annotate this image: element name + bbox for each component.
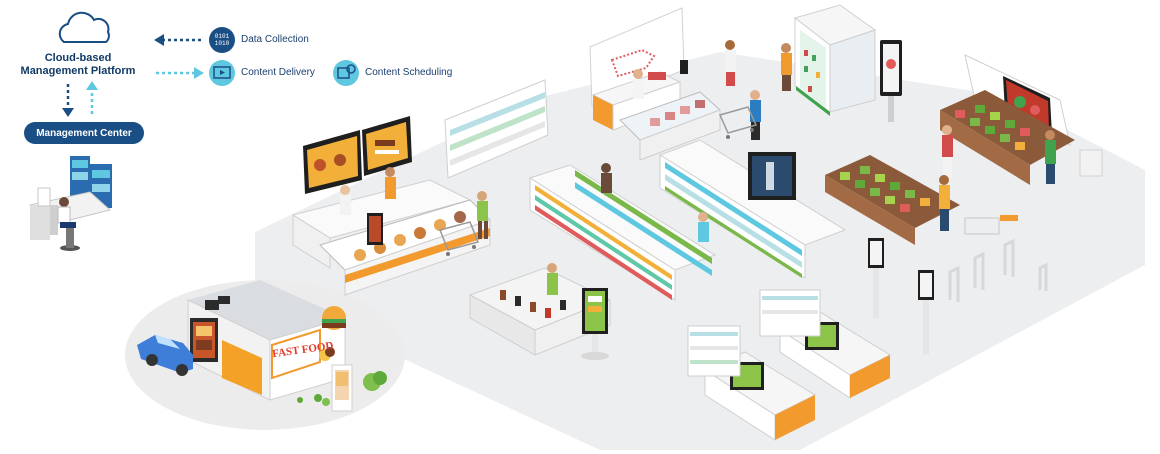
management-center-label: Management Center: [36, 127, 132, 139]
checkout-counters: [687, 289, 892, 441]
vertical-display: [880, 40, 902, 122]
entry-gates: [948, 215, 1048, 302]
aisle-kiosk: [581, 288, 609, 360]
content-scheduling-icon: [333, 60, 359, 86]
produce-section: [825, 54, 1103, 245]
deli-island: [468, 263, 612, 356]
shrubs: [297, 371, 387, 406]
legend-graphics: 0101 1010: [154, 27, 359, 86]
fast-food-store: [187, 280, 353, 412]
butcher-section: [589, 7, 721, 161]
legend-data-collection: Data Collection: [241, 34, 309, 45]
data-collection-icon: 0101 1010: [209, 27, 235, 53]
platform-arrows: [62, 81, 98, 117]
shelf-aisle-2: [658, 139, 847, 279]
data-collection-arrow: [154, 34, 204, 46]
content-delivery-arrow: [156, 67, 204, 79]
legend-content-delivery: Content Delivery: [241, 67, 315, 78]
self-service-kiosks: [868, 238, 934, 355]
platform-title-line2: Management Platform: [20, 65, 136, 77]
management-center-badge[interactable]: Management Center: [24, 122, 144, 144]
menu-boards: [303, 116, 412, 194]
fridge: [793, 4, 877, 116]
car: [137, 335, 193, 376]
platform-title: Cloud-based Management Platform: [8, 52, 148, 78]
cloud-icon: [58, 11, 110, 43]
shopping-carts: [438, 106, 758, 256]
legend-content-scheduling: Content Scheduling: [365, 67, 453, 78]
bakery-counter: [291, 179, 491, 296]
content-delivery-icon: [209, 60, 235, 86]
shelf-wall: [444, 79, 549, 179]
svg-text:0101: 0101: [215, 33, 230, 40]
operator-workstation-icon: [28, 156, 112, 251]
bakery-staff: [340, 167, 488, 239]
platform-title-line1: Cloud-based: [44, 52, 112, 64]
shelf-aisle-1: [528, 164, 717, 301]
svg-text:1010: 1010: [215, 40, 230, 47]
shoppers: [601, 40, 1056, 242]
